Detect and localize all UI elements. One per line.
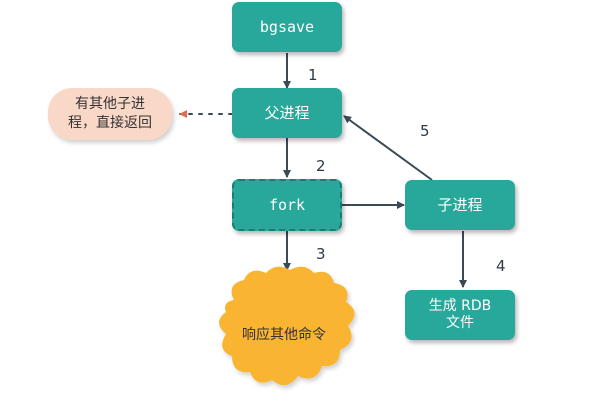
- step-label-1: 1: [308, 66, 318, 84]
- fork-node: fork: [232, 179, 342, 231]
- bgsave-node: bgsave: [232, 2, 342, 52]
- step-label-3: 3: [316, 245, 326, 263]
- arrow-child-to-parent: [343, 115, 433, 181]
- parent-process-node: 父进程: [232, 88, 342, 138]
- step-label-2: 2: [316, 157, 326, 175]
- child-process-node: 子进程: [405, 180, 515, 230]
- generate-rdb-node: 生成 RDB 文件: [405, 290, 515, 340]
- respond-cloud: [219, 266, 355, 386]
- step-label-5: 5: [420, 122, 430, 140]
- respond-other-commands-label: 响应其他命令: [242, 327, 326, 343]
- child-exists-note: 有其他子进 程，直接返回: [48, 88, 172, 140]
- step-label-4: 4: [496, 257, 506, 275]
